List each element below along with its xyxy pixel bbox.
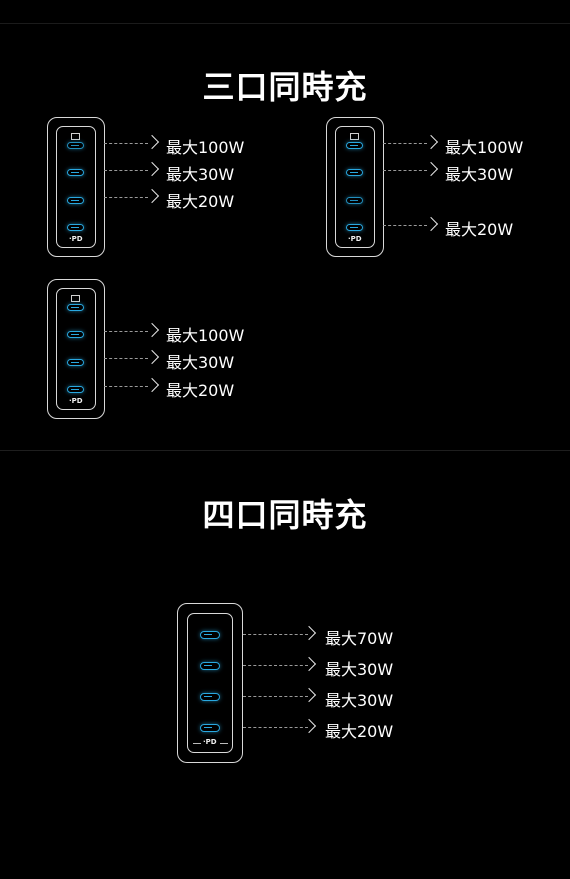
dashed-line xyxy=(104,358,148,359)
pd-badge: ·PD xyxy=(203,738,217,746)
usbc-port-icon xyxy=(346,142,363,149)
charger-body xyxy=(47,279,105,419)
led-icon xyxy=(350,133,359,140)
usbc-port-icon xyxy=(346,224,363,231)
port-power-label: 最大100W xyxy=(166,138,245,157)
arrow-right-icon xyxy=(301,625,317,641)
usbc-port-icon xyxy=(67,304,84,311)
charger-body xyxy=(326,117,384,257)
arrow-right-icon xyxy=(423,161,439,177)
section-divider xyxy=(0,450,570,451)
dashed-line xyxy=(243,696,308,697)
usbc-port-icon xyxy=(346,169,363,176)
dashed-line xyxy=(104,386,148,387)
dashed-line xyxy=(383,225,427,226)
dashed-line xyxy=(383,143,427,144)
usbc-port-icon xyxy=(67,142,84,149)
usbc-port-icon xyxy=(67,169,84,176)
charger-face xyxy=(56,126,96,248)
dashed-line xyxy=(104,197,148,198)
charger-face xyxy=(335,126,375,248)
usbc-port-icon xyxy=(200,693,220,701)
usbc-port-icon xyxy=(200,662,220,670)
port-power-label: 最大20W xyxy=(445,220,514,239)
port-power-label: 最大20W xyxy=(166,381,235,400)
port-power-label: 最大30W xyxy=(445,165,514,184)
dashed-line xyxy=(243,665,308,666)
dashed-line xyxy=(383,170,427,171)
usbc-port-icon xyxy=(67,386,84,393)
port-power-label: 最大30W xyxy=(166,353,235,372)
arrow-right-icon xyxy=(144,377,160,393)
arrow-right-icon xyxy=(301,718,317,734)
usbc-port-icon xyxy=(67,359,84,366)
arrow-right-icon xyxy=(423,216,439,232)
port-power-label: 最大100W xyxy=(445,138,524,157)
port-power-label: 最大70W xyxy=(325,629,394,648)
arrow-right-icon xyxy=(144,322,160,338)
arrow-right-icon xyxy=(144,188,160,204)
arrow-right-icon xyxy=(144,134,160,150)
port-power-label: 最大30W xyxy=(325,691,394,710)
port-power-label: 最大20W xyxy=(325,722,394,741)
charger-face xyxy=(56,288,96,410)
usbc-port-icon xyxy=(200,631,220,639)
usbc-port-icon xyxy=(67,331,84,338)
dashed-line xyxy=(104,331,148,332)
pd-line-right xyxy=(220,743,228,744)
port-power-label: 最大100W xyxy=(166,326,245,345)
pd-badge: ·PD xyxy=(348,235,362,243)
port-power-label: 最大30W xyxy=(166,165,235,184)
port-power-label: 最大30W xyxy=(325,660,394,679)
led-icon xyxy=(71,133,80,140)
dashed-line xyxy=(243,634,308,635)
usbc-port-icon xyxy=(67,224,84,231)
dashed-line xyxy=(104,170,148,171)
arrow-right-icon xyxy=(144,349,160,365)
arrow-right-icon xyxy=(423,134,439,150)
pd-badge: ·PD xyxy=(69,397,83,405)
section-four-title: 四口同時充 xyxy=(202,496,368,534)
usbc-port-icon xyxy=(67,197,84,204)
charger-body xyxy=(47,117,105,257)
pd-line-left xyxy=(193,743,201,744)
charger-face xyxy=(187,613,233,753)
usbc-port-icon xyxy=(200,724,220,732)
led-icon xyxy=(71,295,80,302)
arrow-right-icon xyxy=(301,687,317,703)
charger-body xyxy=(177,603,243,763)
dashed-line xyxy=(243,727,308,728)
top-divider xyxy=(0,23,570,24)
arrow-right-icon xyxy=(301,656,317,672)
arrow-right-icon xyxy=(144,161,160,177)
port-power-label: 最大20W xyxy=(166,192,235,211)
usbc-port-icon xyxy=(346,197,363,204)
dashed-line xyxy=(104,143,148,144)
section-three-title: 三口同時充 xyxy=(202,68,368,106)
pd-badge: ·PD xyxy=(69,235,83,243)
